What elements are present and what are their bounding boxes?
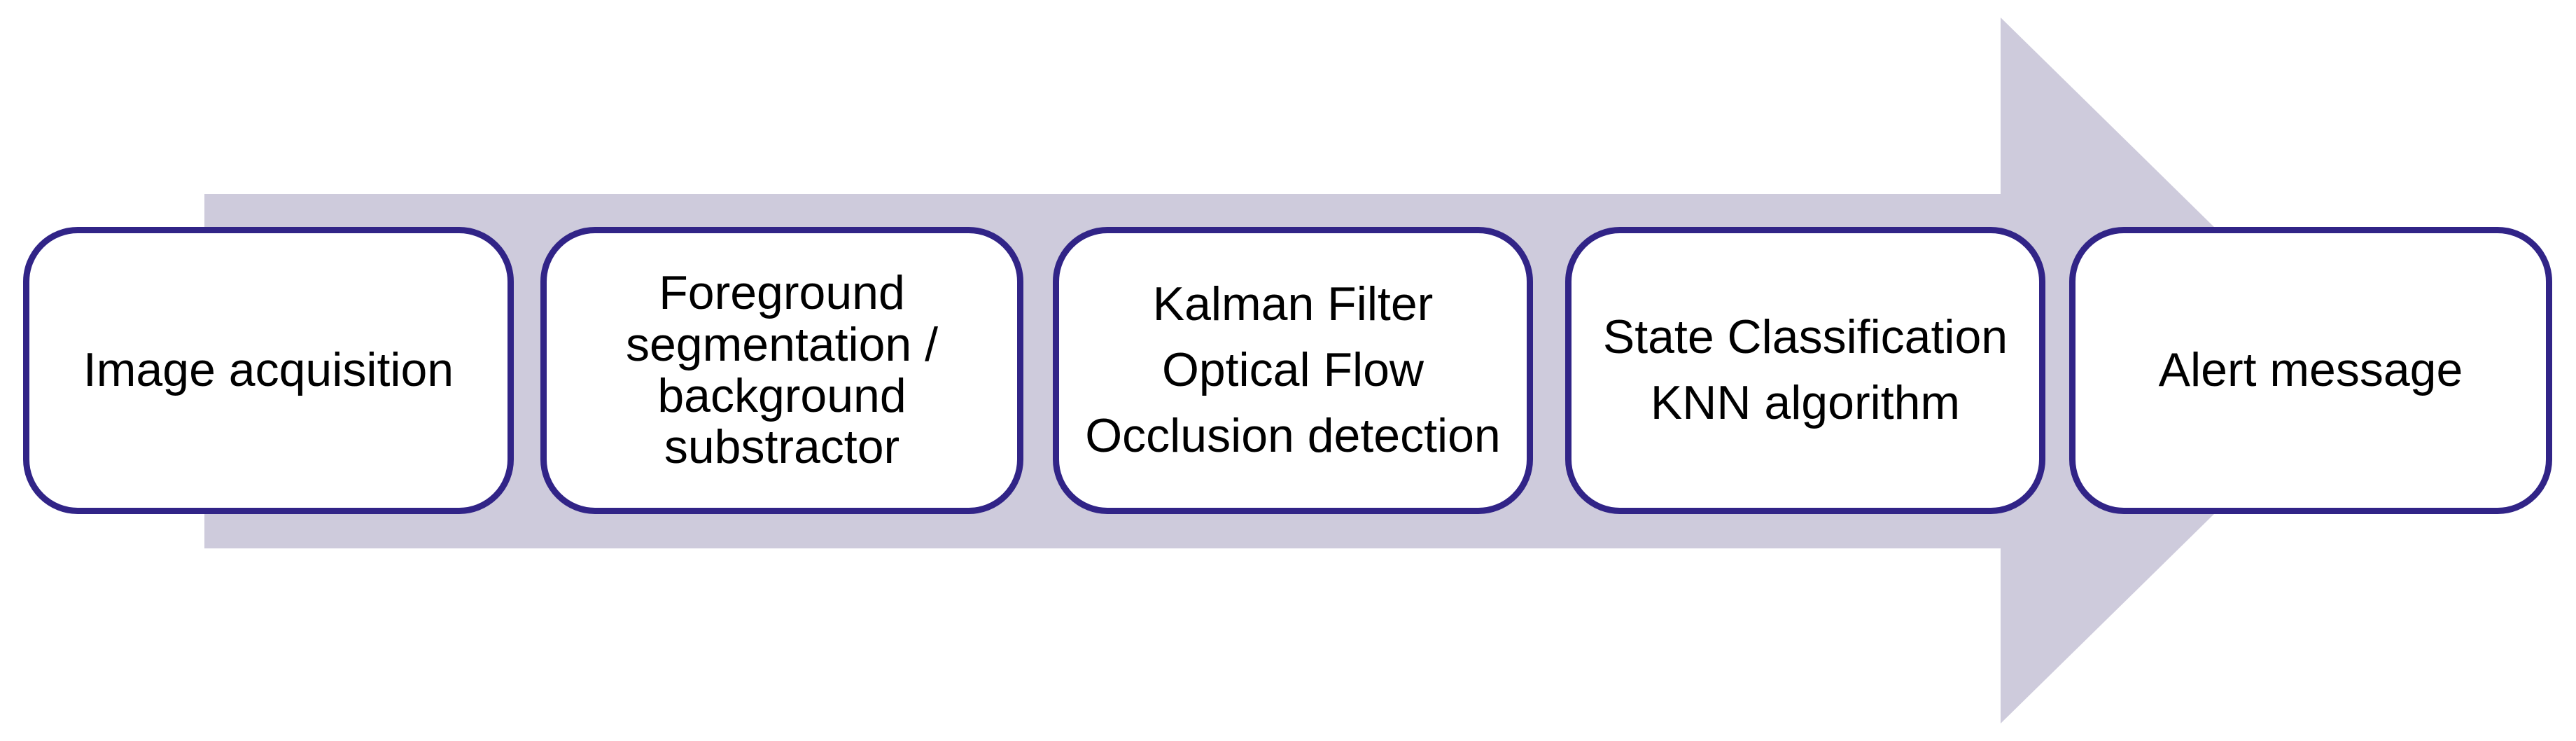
text-line: KNN algorithm: [1650, 376, 1961, 429]
step-alert-message: Alert message: [2069, 227, 2552, 514]
text-line: State Classification: [1602, 310, 2008, 364]
text-line: Kalman Filter: [1152, 277, 1434, 331]
text-line: Image acquisition: [83, 343, 454, 397]
step-foreground-segmentation: Foreground segmentation / background sub…: [540, 227, 1023, 514]
step-label: Image acquisition: [29, 338, 507, 403]
step-image-acquisition: Image acquisition: [23, 227, 514, 514]
text-line: Foreground segmentation / background sub…: [625, 266, 939, 474]
text-line: Occlusion detection: [1085, 408, 1501, 462]
step-label: Alert message: [2076, 338, 2546, 403]
text-line: Optical Flow: [1161, 343, 1424, 397]
step-label: Foreground segmentation / background sub…: [547, 266, 1017, 474]
text-line: Alert message: [2158, 343, 2463, 397]
